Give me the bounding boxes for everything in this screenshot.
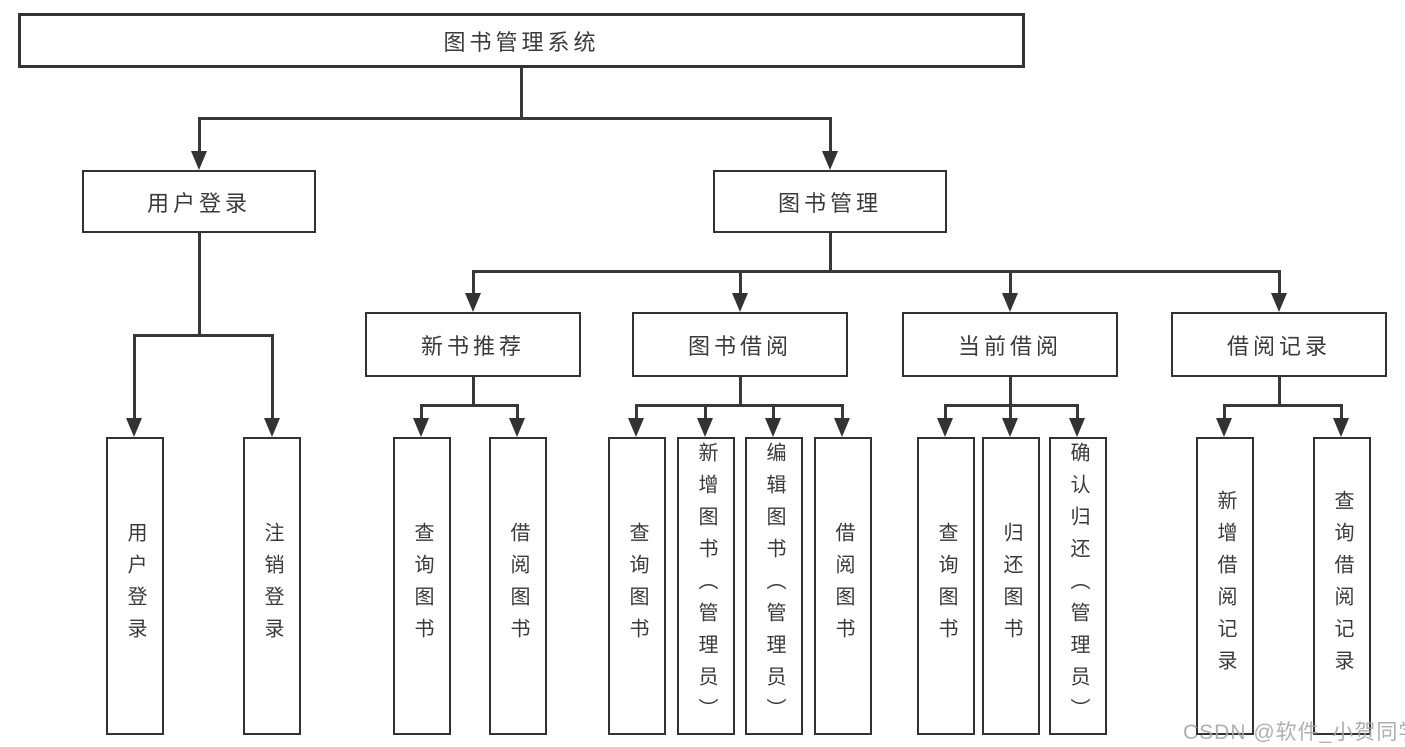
- connector-line: [198, 233, 201, 337]
- connector-line: [198, 117, 832, 120]
- arrow-down-icon: [1271, 293, 1287, 312]
- connector-line: [271, 334, 274, 421]
- node-new-book-recommend-label: 新书推荐: [420, 333, 525, 359]
- connector-line: [472, 270, 475, 297]
- arrow-down-icon: [1333, 418, 1349, 437]
- leaf-borrow-book-2: 借阅图书: [814, 437, 872, 735]
- node-book-borrow-label: 图书借阅: [687, 333, 792, 359]
- leaf-edit-book-admin-label: 编辑图书（管理员）: [763, 442, 785, 730]
- leaf-query-borrow-record: 查询借阅记录: [1313, 437, 1371, 735]
- connector-line: [1009, 270, 1012, 297]
- leaf-add-book-admin-label: 新增图书（管理员）: [695, 442, 717, 730]
- connector-line: [1009, 404, 1012, 422]
- connector-line: [739, 377, 742, 407]
- connector-line: [944, 404, 947, 422]
- leaf-user-login-label: 用户登录: [124, 522, 146, 650]
- connector-line: [1009, 377, 1012, 407]
- connector-line: [1278, 377, 1281, 407]
- leaf-add-borrow-record: 新增借阅记录: [1196, 437, 1254, 735]
- connector-line: [829, 233, 832, 273]
- connector-line: [198, 117, 201, 154]
- node-root: 图书管理系统: [18, 13, 1025, 68]
- arrow-down-icon: [465, 293, 481, 312]
- leaf-user-login: 用户登录: [106, 437, 164, 735]
- leaf-query-book-1-label: 查询图书: [411, 522, 433, 650]
- node-current-borrow-label: 当前借阅: [957, 333, 1062, 359]
- arrow-down-icon: [126, 418, 142, 437]
- connector-line: [841, 404, 844, 422]
- csdn-watermark: CSDN @软件_小贺同学: [1183, 721, 1405, 744]
- leaf-query-book-3: 查询图书: [917, 437, 975, 735]
- arrow-down-icon: [732, 293, 748, 312]
- node-book-management-label: 图书管理: [777, 190, 882, 216]
- connector-line: [1340, 404, 1343, 422]
- leaf-query-borrow-record-label: 查询借阅记录: [1331, 490, 1353, 682]
- arrow-down-icon: [264, 418, 280, 437]
- node-user-login: 用户登录: [82, 170, 316, 233]
- leaf-return-book: 归还图书: [982, 437, 1040, 735]
- node-user-login-label: 用户登录: [146, 190, 251, 216]
- node-borrow-record-label: 借阅记录: [1226, 333, 1331, 359]
- connector-line: [772, 404, 775, 422]
- leaf-add-borrow-record-label: 新增借阅记录: [1214, 490, 1236, 682]
- connector-line: [739, 270, 742, 297]
- arrow-down-icon: [937, 418, 953, 437]
- arrow-down-icon: [834, 418, 850, 437]
- connector-line: [1278, 270, 1281, 297]
- leaf-add-book-admin: 新增图书（管理员）: [677, 437, 735, 735]
- connector-line: [472, 377, 475, 407]
- leaf-logout-label: 注销登录: [261, 522, 283, 650]
- connector-line: [133, 334, 274, 337]
- leaf-borrow-book-1-label: 借阅图书: [507, 522, 529, 650]
- arrow-down-icon: [1002, 418, 1018, 437]
- arrow-down-icon: [413, 418, 429, 437]
- arrow-down-icon: [1002, 293, 1018, 312]
- leaf-query-book-1: 查询图书: [393, 437, 451, 735]
- connector-line: [472, 270, 1281, 273]
- connector-line: [1076, 404, 1079, 422]
- node-book-management: 图书管理: [713, 170, 947, 233]
- connector-line: [420, 404, 423, 422]
- arrow-down-icon: [822, 151, 838, 170]
- leaf-logout: 注销登录: [243, 437, 301, 735]
- node-new-book-recommend: 新书推荐: [365, 312, 581, 377]
- leaf-borrow-book-1: 借阅图书: [489, 437, 547, 735]
- node-book-borrow: 图书借阅: [632, 312, 848, 377]
- connector-line: [516, 404, 519, 422]
- leaf-return-book-label: 归还图书: [1000, 522, 1022, 650]
- leaf-confirm-return-admin: 确认归还（管理员）: [1049, 437, 1107, 735]
- arrow-down-icon: [765, 418, 781, 437]
- leaf-query-book-2: 查询图书: [608, 437, 666, 735]
- connector-line: [420, 404, 519, 407]
- leaf-edit-book-admin: 编辑图书（管理员）: [745, 437, 803, 735]
- arrow-down-icon: [191, 151, 207, 170]
- arrow-down-icon: [628, 418, 644, 437]
- leaf-borrow-book-2-label: 借阅图书: [832, 522, 854, 650]
- arrow-down-icon: [1069, 418, 1085, 437]
- node-borrow-record: 借阅记录: [1171, 312, 1387, 377]
- connector-line: [635, 404, 638, 422]
- connector-line: [829, 117, 832, 154]
- connector-line: [1223, 404, 1343, 407]
- leaf-query-book-2-label: 查询图书: [626, 522, 648, 650]
- arrow-down-icon: [1216, 418, 1232, 437]
- node-current-borrow: 当前借阅: [902, 312, 1118, 377]
- leaf-confirm-return-admin-label: 确认归还（管理员）: [1067, 442, 1089, 730]
- connector-line: [635, 404, 844, 407]
- connector-line: [1223, 404, 1226, 422]
- connector-line: [704, 404, 707, 422]
- connector-line: [520, 68, 523, 119]
- connector-line: [133, 334, 136, 421]
- arrow-down-icon: [509, 418, 525, 437]
- node-root-label: 图书管理系统: [443, 29, 600, 55]
- leaf-query-book-3-label: 查询图书: [935, 522, 957, 650]
- arrow-down-icon: [697, 418, 713, 437]
